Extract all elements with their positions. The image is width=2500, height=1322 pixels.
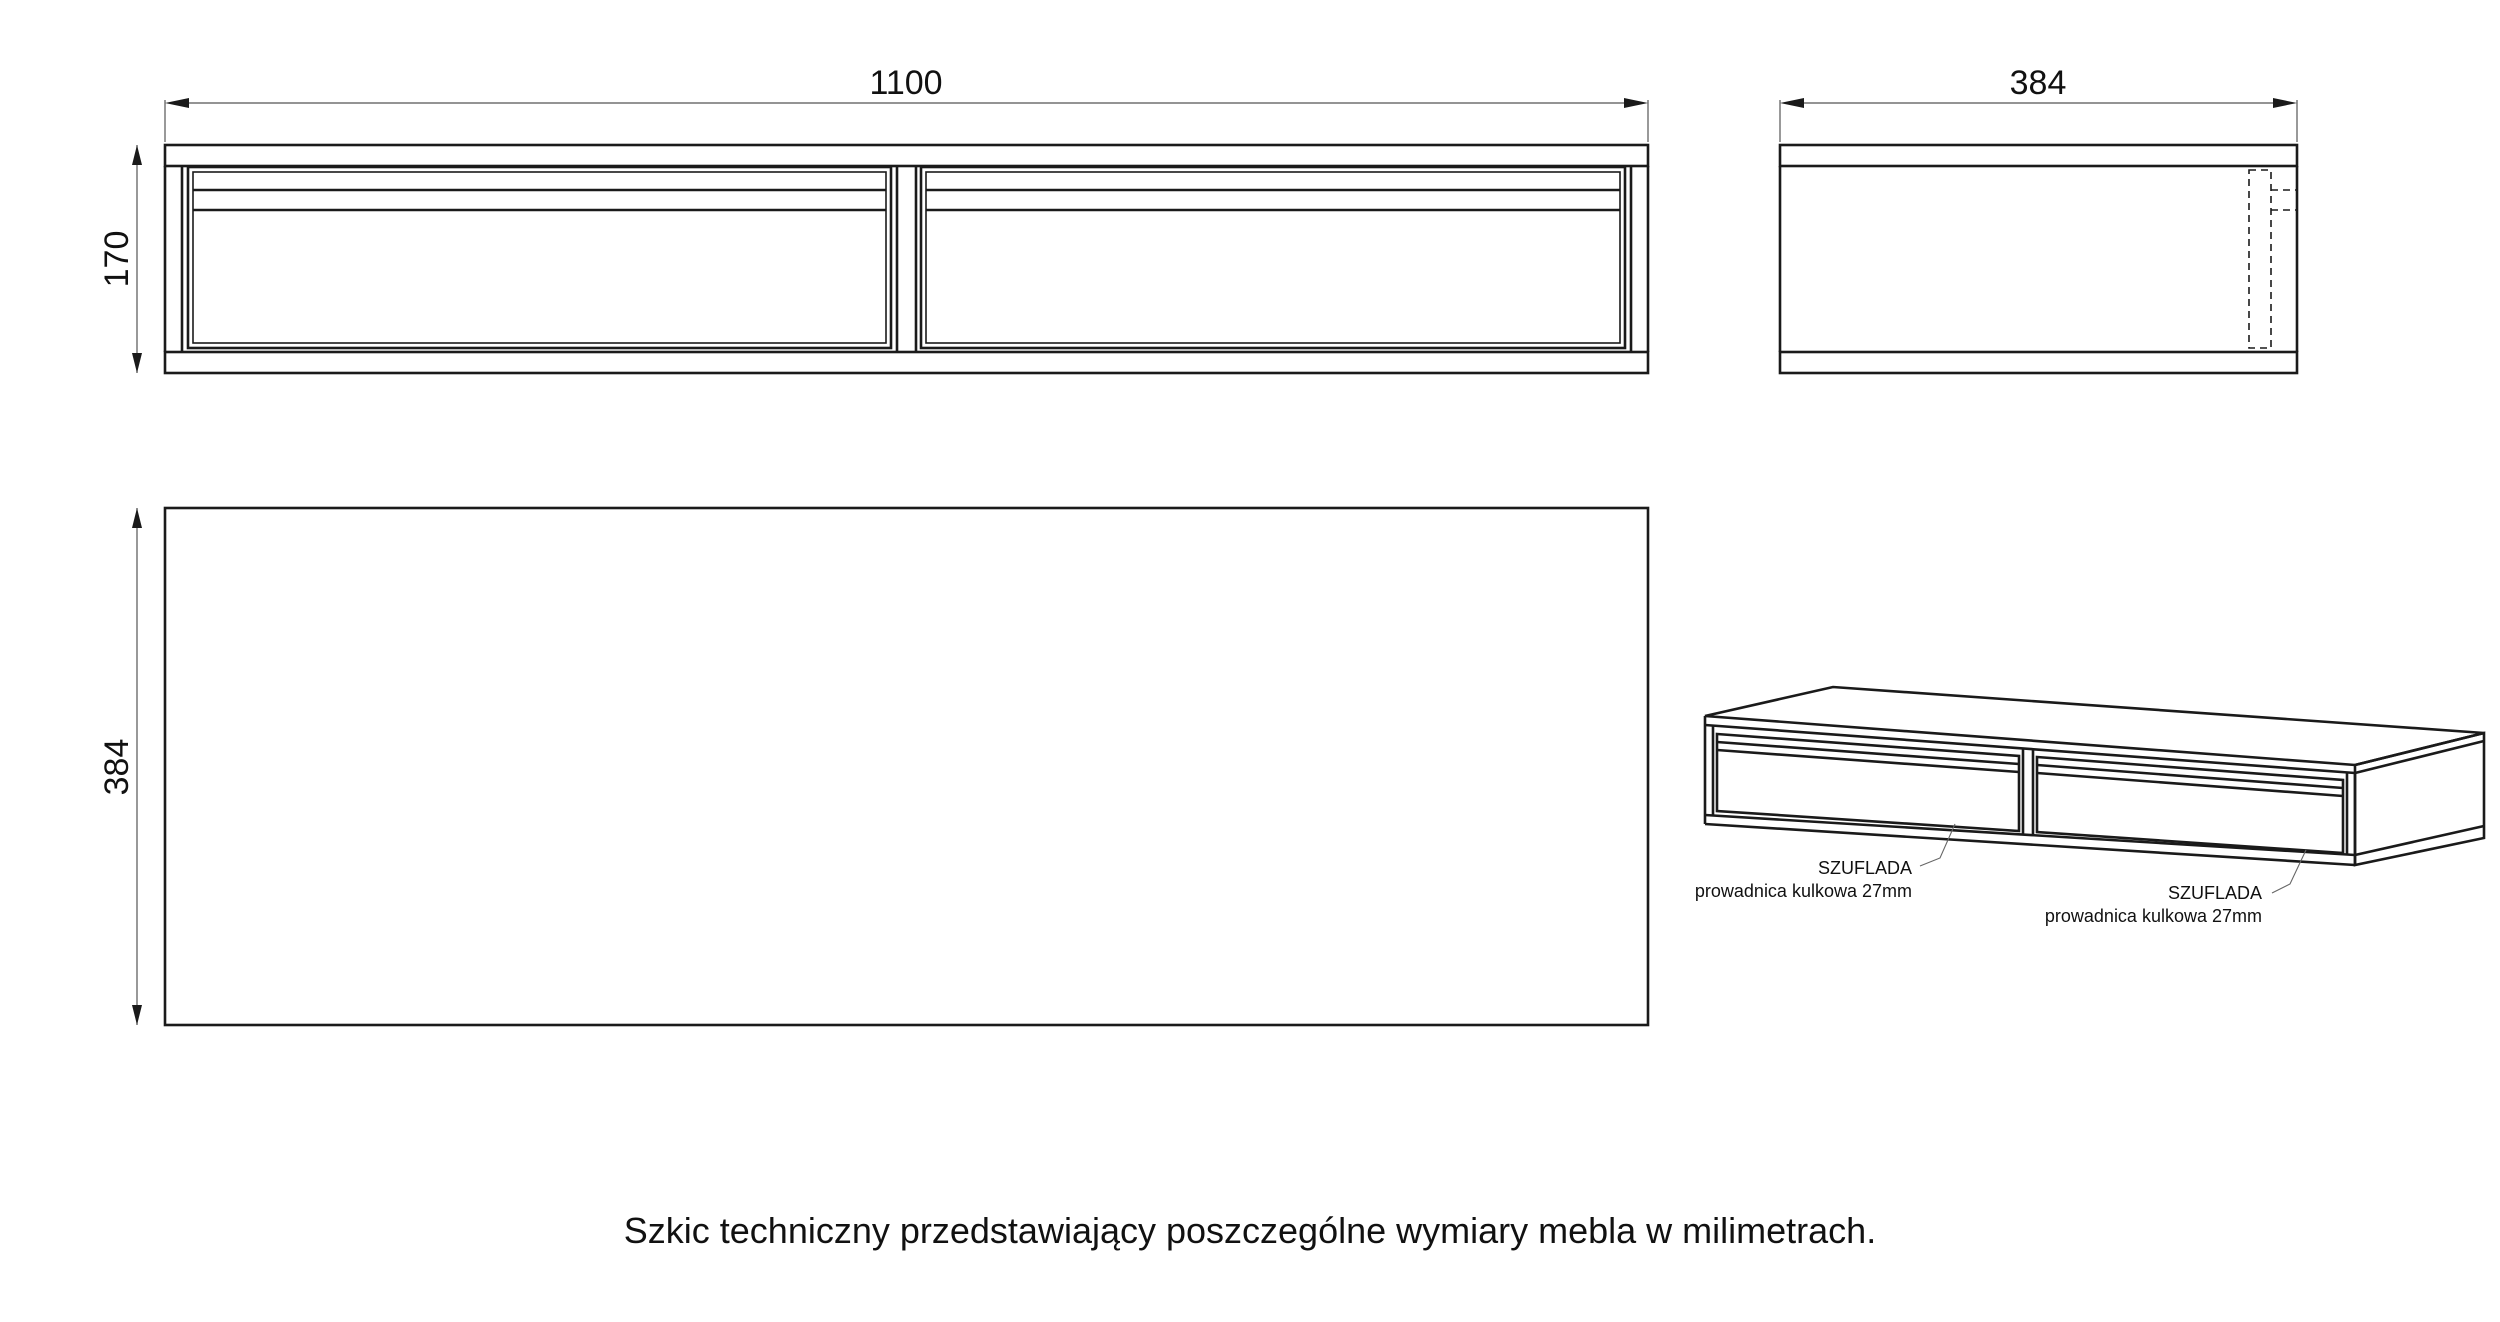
height-value: 170 (98, 231, 136, 288)
drawer-left-name: SZUFLADA (1818, 858, 1912, 878)
front-top-board (163, 143, 1650, 168)
iso-drawer-right (2035, 755, 2345, 855)
front-drawer-right (919, 165, 1627, 350)
drawer-left-spec: prowadnica kulkowa 27mm (1695, 881, 1912, 901)
front-bottom-board (163, 350, 1650, 375)
front-drawer-left (186, 165, 893, 350)
side-bottom-board (1778, 350, 2299, 375)
top-view (163, 506, 1650, 1027)
side-top-board (1778, 143, 2299, 168)
top-depth-dimension: 384 (98, 508, 142, 1025)
width-dimension: 1100 (164, 64, 1649, 142)
isometric-view: SZUFLADA prowadnica kulkowa 27mm SZUFLAD… (1695, 685, 2486, 926)
side-depth-value: 384 (2010, 64, 2067, 102)
side-hidden-drawer-front (2248, 169, 2272, 349)
side-depth-dimension: 384 (1779, 64, 2298, 142)
drawer-right-spec: prowadnica kulkowa 27mm (2045, 906, 2262, 926)
leader-right (2271, 849, 2307, 894)
drawer-right-name: SZUFLADA (2168, 883, 2262, 903)
top-depth-value: 384 (98, 739, 136, 796)
front-view (163, 143, 1650, 375)
iso-drawer-left (1715, 732, 2021, 833)
side-view (1778, 143, 2299, 375)
width-value: 1100 (869, 64, 942, 102)
caption: Szkic techniczny przedstawiający poszcze… (623, 1210, 1877, 1251)
iso-right-face (2353, 731, 2486, 867)
height-dimension: 170 (98, 145, 142, 373)
leader-left (1919, 823, 1956, 867)
